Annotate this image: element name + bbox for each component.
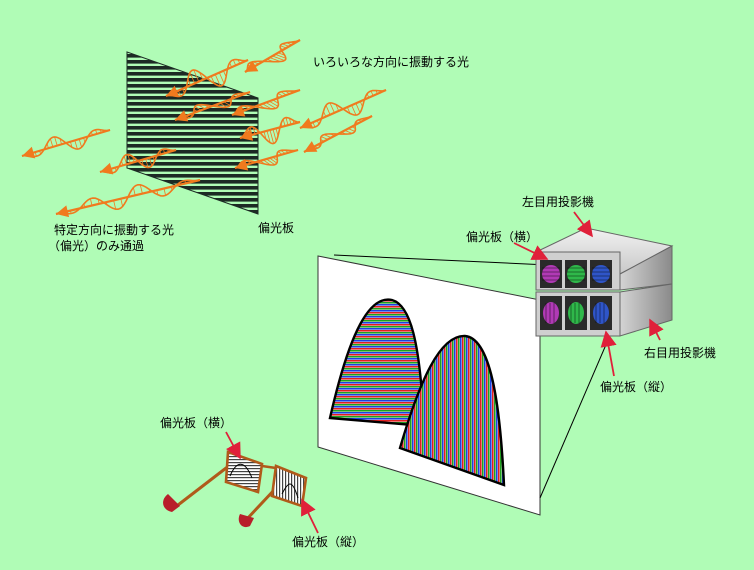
pointer-vertical-projector — [600, 330, 617, 377]
wave-arrow-2 — [165, 58, 249, 98]
label-right-projector: 右目用投影機 — [644, 346, 717, 360]
label-polarizer-vertical-projector: 偏光板（縦） — [600, 380, 673, 394]
projection-line-top — [333, 254, 549, 266]
wave-arrow-3 — [174, 90, 251, 122]
projection-line-bottom — [539, 339, 609, 499]
light-waves — [21, 39, 387, 218]
left-lens — [224, 450, 264, 494]
pointer-horizontal-glasses — [225, 431, 241, 460]
wave-arrow-1 — [244, 39, 301, 73]
label-polarizer-horizontal-glasses: 偏光板（横） — [160, 416, 233, 430]
label-polarizer: 偏光板 — [258, 221, 295, 235]
polarizer-plate — [126, 51, 259, 215]
dual-projector-icon — [534, 227, 674, 337]
wave-arrow-6 — [234, 148, 299, 171]
label-left-projector: 左目用投影機 — [522, 195, 595, 209]
wave-arrow-8 — [99, 148, 177, 175]
label-random-light: いろいろな方向に振動する光 — [313, 55, 470, 69]
right-lens — [270, 464, 308, 508]
pointer-right-projector — [649, 318, 664, 341]
right-eye-image — [398, 334, 506, 487]
polarized-glasses-icon — [163, 450, 308, 528]
pointer-left-projector — [573, 211, 593, 238]
pointer-vertical-glasses — [301, 498, 319, 534]
red-pointer-arrows — [225, 211, 664, 534]
label-polarized-light-line2: （偏光）のみ通過 — [48, 239, 145, 253]
wave-arrow-7 — [21, 128, 111, 159]
wave-arrow-5 — [239, 116, 301, 145]
label-polarized-light-line1: 特定方向に振動する光 — [54, 223, 175, 237]
wave-arrow-11 — [303, 115, 373, 153]
left-eye-image — [328, 298, 426, 428]
pointer-horizontal-projector — [513, 242, 549, 260]
wave-arrow-4 — [231, 88, 301, 117]
wave-arrow-9 — [55, 178, 201, 218]
wave-arrow-10 — [299, 88, 387, 130]
label-polarizer-horizontal-projector: 偏光板（横） — [466, 230, 539, 244]
label-polarizer-vertical-glasses: 偏光板（縦） — [292, 535, 365, 549]
